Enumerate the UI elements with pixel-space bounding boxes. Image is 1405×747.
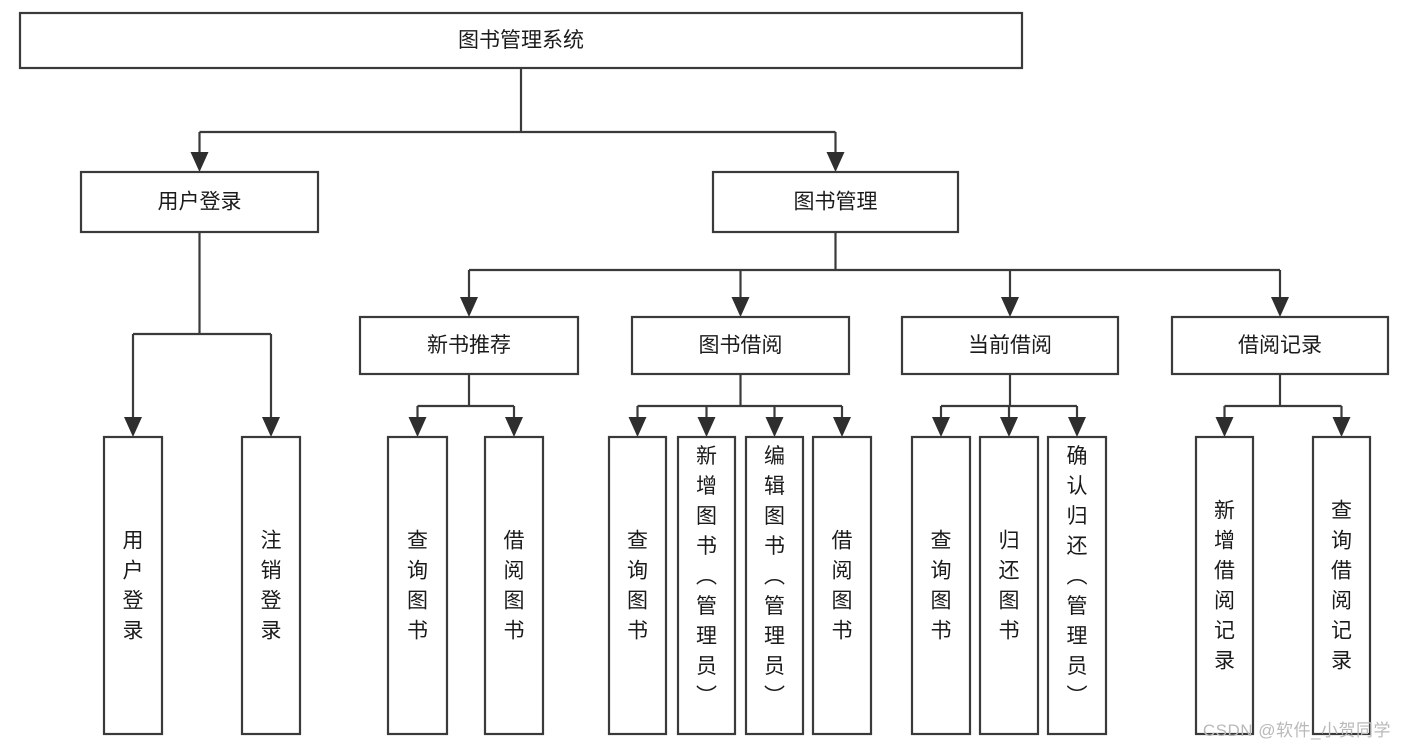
node-leaf-query-book-2[interactable]: 查询图书	[607, 435, 668, 736]
conn-root-split	[190, 68, 845, 172]
conn-root-split-arrow-0	[190, 152, 209, 172]
node-box-leaf-confirm-return	[1046, 435, 1108, 736]
conn-current-split-arrow-0	[932, 417, 950, 437]
node-leaf-add-record[interactable]: 新增借阅记录	[1194, 435, 1255, 736]
node-label-leaf-add-record: 新增借阅记录	[1214, 500, 1235, 673]
conn-current-split-arrow-2	[1068, 417, 1086, 437]
node-layer: 图书管理系统用户登录图书管理新书推荐图书借阅当前借阅借阅记录用户登录注销登录查询…	[18, 11, 1390, 736]
conn-book-manage-split	[460, 232, 1289, 317]
node-box-new-book-recommend	[358, 315, 580, 376]
node-label-current-borrow: 当前借阅	[968, 334, 1052, 357]
node-box-book-manage	[711, 170, 960, 234]
conn-recommend-split	[408, 374, 523, 437]
conn-borrow-split-arrow-3	[833, 417, 851, 437]
node-box-current-borrow	[900, 315, 1120, 376]
node-box-borrow-record	[1170, 315, 1390, 376]
node-box-leaf-return-book	[978, 435, 1040, 736]
node-box-leaf-add-record	[1194, 435, 1255, 736]
node-leaf-borrow-book-2[interactable]: 借阅图书	[811, 435, 873, 736]
node-box-leaf-add-book	[676, 435, 737, 736]
conn-borrow-split	[628, 374, 851, 437]
conn-borrow-split-arrow-1	[697, 417, 716, 437]
node-box-root	[18, 11, 1024, 70]
conn-root-split-arrow-1	[826, 152, 845, 172]
node-user-login[interactable]: 用户登录	[79, 170, 320, 234]
node-leaf-add-book[interactable]: 新增图书︵管理员︶	[676, 435, 737, 736]
node-label-leaf-query-book-2: 查询图书	[627, 530, 648, 643]
node-label-leaf-borrow-book-1: 借阅图书	[504, 530, 525, 643]
conn-record-split-arrow-0	[1215, 417, 1234, 437]
node-box-leaf-user-login	[102, 435, 164, 736]
node-label-root: 图书管理系统	[458, 29, 584, 52]
node-leaf-confirm-return[interactable]: 确认归还︵管理员︶	[1046, 435, 1108, 736]
node-leaf-edit-book[interactable]: 编辑图书︵管理员︶	[744, 435, 805, 736]
conn-book-manage-split-arrow-3	[1271, 297, 1289, 317]
conn-book-manage-split-arrow-2	[1001, 297, 1019, 317]
conn-user-login-split-arrow-0	[124, 417, 142, 437]
node-box-leaf-query-book-3	[910, 435, 972, 736]
conn-user-login-split	[124, 232, 280, 437]
connector-layer	[124, 68, 1351, 437]
node-label-leaf-query-book-3: 查询图书	[931, 530, 952, 643]
conn-record-split	[1215, 374, 1351, 437]
conn-recommend-split-arrow-0	[408, 417, 427, 437]
conn-recommend-split-arrow-1	[505, 417, 523, 437]
node-label-user-login: 用户登录	[158, 191, 242, 214]
node-box-book-borrow	[630, 315, 851, 376]
node-box-leaf-borrow-book-2	[811, 435, 873, 736]
node-leaf-query-record[interactable]: 查询借阅记录	[1311, 435, 1372, 736]
node-box-leaf-query-book-1	[386, 435, 449, 736]
node-label-leaf-edit-book: 编辑图书︵管理员︶	[764, 445, 785, 708]
node-borrow-record[interactable]: 借阅记录	[1170, 315, 1390, 376]
node-label-leaf-query-book-1: 查询图书	[407, 530, 428, 643]
node-label-leaf-add-book: 新增图书︵管理员︶	[696, 445, 717, 708]
node-new-book-recommend[interactable]: 新书推荐	[358, 315, 580, 376]
conn-book-manage-split-arrow-0	[460, 297, 478, 317]
node-book-borrow[interactable]: 图书借阅	[630, 315, 851, 376]
conn-current-split-arrow-1	[1000, 417, 1018, 437]
node-leaf-query-book-1[interactable]: 查询图书	[386, 435, 449, 736]
node-label-leaf-return-book: 归还图书	[999, 530, 1020, 643]
node-leaf-logout[interactable]: 注销登录	[240, 435, 302, 736]
node-leaf-user-login[interactable]: 用户登录	[102, 435, 164, 736]
node-label-leaf-confirm-return: 确认归还︵管理员︶	[1067, 445, 1088, 708]
conn-record-split-arrow-1	[1332, 417, 1351, 437]
node-label-book-manage: 图书管理	[794, 191, 878, 214]
conn-book-manage-split-arrow-1	[731, 297, 750, 317]
node-leaf-query-book-3[interactable]: 查询图书	[910, 435, 972, 736]
node-root[interactable]: 图书管理系统	[18, 11, 1024, 70]
node-box-leaf-query-record	[1311, 435, 1372, 736]
node-box-leaf-logout	[240, 435, 302, 736]
node-leaf-return-book[interactable]: 归还图书	[978, 435, 1040, 736]
conn-borrow-split-arrow-0	[628, 417, 647, 437]
node-box-leaf-borrow-book-1	[483, 435, 545, 736]
node-label-leaf-user-login: 用户登录	[123, 530, 144, 643]
conn-user-login-split-arrow-1	[262, 417, 280, 437]
node-label-leaf-logout: 注销登录	[261, 530, 282, 643]
node-label-book-borrow: 图书借阅	[699, 334, 783, 357]
conn-current-split	[932, 374, 1086, 437]
node-box-leaf-query-book-2	[607, 435, 668, 736]
node-leaf-borrow-book-1[interactable]: 借阅图书	[483, 435, 545, 736]
node-current-borrow[interactable]: 当前借阅	[900, 315, 1120, 376]
node-box-user-login	[79, 170, 320, 234]
conn-borrow-split-arrow-2	[765, 417, 784, 437]
node-box-leaf-edit-book	[744, 435, 805, 736]
node-label-new-book-recommend: 新书推荐	[427, 334, 511, 357]
node-book-manage[interactable]: 图书管理	[711, 170, 960, 234]
node-label-leaf-borrow-book-2: 借阅图书	[832, 530, 853, 643]
node-label-leaf-query-record: 查询借阅记录	[1331, 500, 1352, 673]
node-label-borrow-record: 借阅记录	[1238, 334, 1322, 357]
